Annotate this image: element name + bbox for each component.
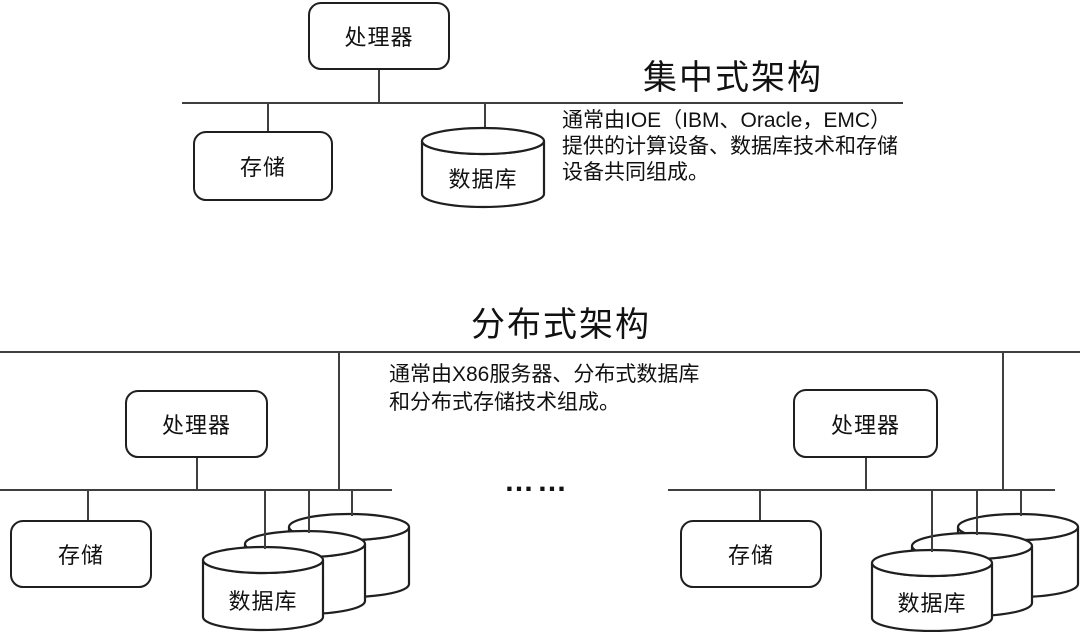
left-processor-label: 处理器 — [161, 413, 231, 438]
left-database-cylinder-stack-icon — [201, 512, 411, 632]
central-storage-label: 存储 — [239, 155, 286, 180]
right-storage-node: 存储 — [680, 520, 822, 588]
centralized-description-line: 通常由IOE（IBM、Oracle，EMC） — [562, 109, 892, 132]
centralized-description: 通常由IOE（IBM、Oracle，EMC） 提供的计算设备、数据库技术和存储 … — [562, 108, 898, 186]
right-database-label: 数据库 — [897, 591, 967, 616]
distributed-description-line: 和分布式存储技术组成。 — [389, 391, 620, 414]
left-storage-node: 存储 — [10, 520, 152, 588]
left-database-label: 数据库 — [228, 589, 298, 614]
right-processor-label: 处理器 — [830, 412, 900, 438]
central-storage-node: 存储 — [193, 131, 333, 201]
central-processor-node: 处理器 — [308, 2, 450, 70]
centralized-description-line: 提供的计算设备、数据库技术和存储 — [562, 135, 898, 158]
left-processor-node: 处理器 — [125, 390, 268, 458]
central-database-label: 数据库 — [448, 167, 518, 192]
left-storage-label: 存储 — [57, 543, 104, 568]
distributed-description: 通常由X86服务器、分布式数据库 和分布式存储技术组成。 — [389, 361, 699, 417]
central-database-cylinder-icon — [420, 126, 546, 209]
distributed-title: 分布式架构 — [471, 306, 651, 344]
cluster-ellipsis: …… — [504, 465, 570, 498]
right-processor-node: 处理器 — [793, 389, 938, 458]
distributed-description-line: 通常由X86服务器、分布式数据库 — [389, 363, 700, 386]
right-database-cylinder-stack-icon — [870, 512, 1080, 632]
central-processor-label: 处理器 — [344, 25, 414, 50]
centralized-title: 集中式架构 — [643, 59, 823, 97]
right-storage-label: 存储 — [727, 543, 774, 568]
centralized-description-line: 设备共同组成。 — [562, 161, 709, 184]
